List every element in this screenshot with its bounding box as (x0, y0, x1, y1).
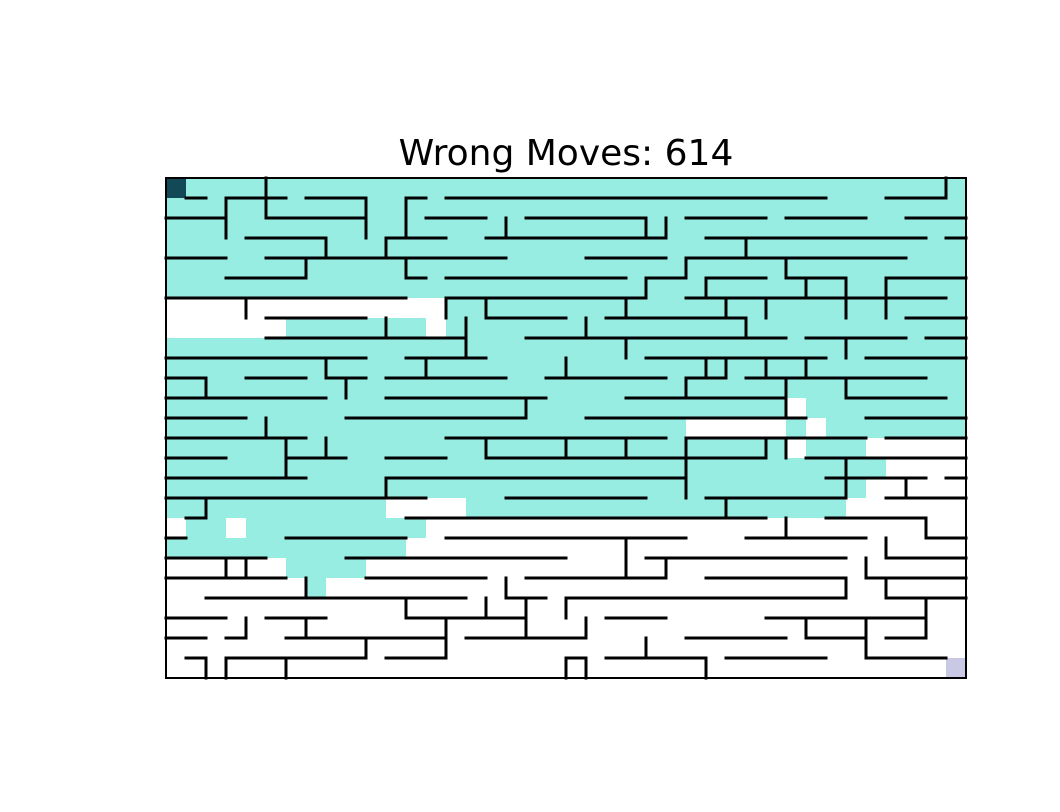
maze-walls (164, 176, 968, 680)
visited-cells (306, 578, 326, 598)
visited-cells (166, 258, 966, 278)
visited-cells (786, 418, 806, 438)
visited-cells (166, 418, 686, 438)
visited-cells (166, 238, 966, 258)
start-cell (166, 178, 186, 198)
wrong-moves-title: Wrong Moves: 614 (166, 130, 966, 178)
visited-cells (246, 518, 426, 538)
visited-cells (166, 538, 406, 558)
maze-board (164, 176, 968, 680)
visited-cells (186, 518, 226, 538)
visited-cells (446, 318, 966, 338)
visited-cells (166, 458, 886, 478)
wrong-moves-count: 614 (664, 133, 734, 174)
visited-cells (166, 498, 386, 518)
wrong-moves-label: Wrong Moves: (398, 133, 654, 174)
visited-cells (286, 558, 366, 578)
visited-cells (166, 438, 786, 458)
visited-cells (166, 478, 866, 498)
visited-cells (446, 298, 966, 318)
visited-cells (806, 398, 966, 418)
visited-cells (166, 218, 966, 238)
visited-cells (286, 318, 426, 338)
visited-cells (166, 278, 966, 298)
visited-cells (826, 418, 966, 438)
maze-border (165, 177, 967, 679)
visited-cells (166, 378, 966, 398)
goal-cell (946, 658, 966, 678)
visited-cells (166, 178, 966, 198)
visited-cells (466, 498, 846, 518)
visited-cells (166, 338, 966, 358)
visited-cells (166, 398, 786, 418)
visited-cells (806, 438, 866, 458)
visited-cells (166, 198, 966, 218)
